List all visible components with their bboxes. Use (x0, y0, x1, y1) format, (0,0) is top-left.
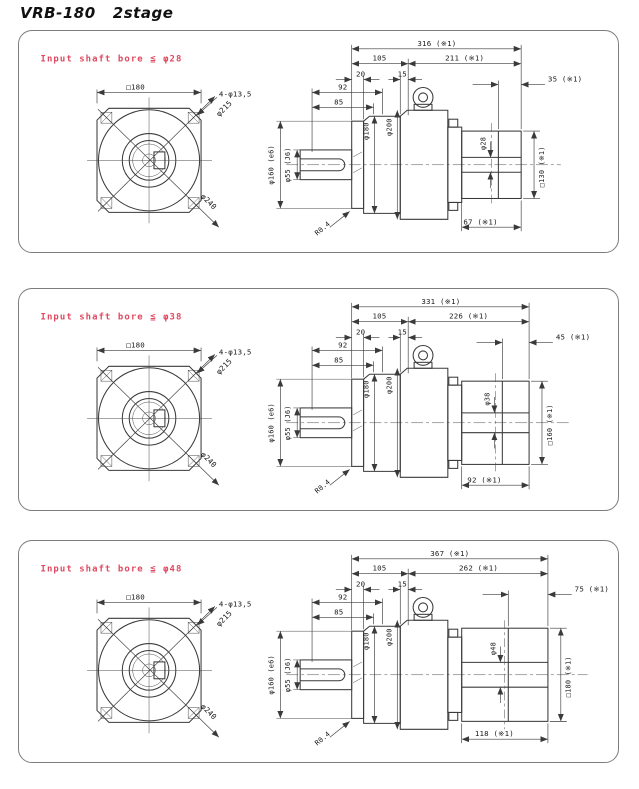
input-bore-note: Input shaft bore ≦ φ48 (41, 565, 183, 575)
dim-total-label: 367 (※1) (430, 549, 469, 558)
dim-20-label: 20 (356, 328, 365, 337)
front-bolt-circle-label: φ215 (214, 99, 234, 119)
body-dia-180-label: φ180 (363, 632, 371, 649)
dim-body-label: 211 (※1) (445, 54, 484, 63)
spigot-dia-label: φ160 (e6) (267, 403, 275, 442)
front-corner-circle-label: φ240 (199, 702, 219, 722)
front-corner-circle-label: φ240 (199, 192, 219, 212)
front-holes-label: 4-φ13,5 (219, 599, 252, 608)
block-rect (461, 627, 549, 722)
input-bore-slot (300, 668, 346, 682)
bore-dim-label: φ28 (479, 137, 487, 150)
spigot-dia-label: φ160 (e6) (267, 145, 275, 184)
front-view-drawing: □180 4-φ13,5 φ215 φ240 (87, 340, 252, 486)
fillet-radius-label: R0.4 (313, 478, 332, 495)
sq-label: □130 (※1) (538, 146, 546, 187)
dim-ext-label: 75 (※1) (575, 585, 609, 594)
body-dia-200-label: φ200 (385, 118, 393, 135)
panel-drawing: Input shaft bore ≦ φ38 (41, 297, 591, 495)
dim-85-label: 85 (334, 355, 343, 364)
body-dia-180-label: φ180 (363, 122, 371, 139)
dim-total-label: 331 (※1) (421, 297, 460, 306)
panel-drawing: Input shaft bore ≦ φ28 (41, 39, 583, 237)
front-holes-label: 4-φ13,5 (219, 89, 252, 98)
drawing-panel: Input shaft bore ≦ φ28 (18, 30, 619, 253)
bore-dim-label: φ38 (483, 392, 491, 405)
dim-85-label: 85 (334, 97, 343, 106)
dim-20-label: 20 (356, 580, 365, 589)
drawing-panel: Input shaft bore ≦ φ38 (18, 288, 619, 511)
front-bolt-circle-label: φ215 (214, 357, 234, 377)
dim-ext-label: 35 (※1) (548, 75, 582, 84)
dim-in-label: 105 (372, 54, 386, 63)
input-bore-note: Input shaft bore ≦ φ38 (41, 313, 183, 323)
side-view-drawing: 367 (※1) 105 262 (※1) 20 15 (267, 549, 609, 747)
fillet-radius-label: R0.4 (313, 220, 332, 237)
input-bore-note: Input shaft bore ≦ φ28 (41, 55, 183, 65)
dim-body-label: 226 (※1) (449, 312, 488, 321)
dim-in-label: 105 (372, 564, 386, 573)
front-holes-label: 4-φ13,5 (219, 347, 252, 356)
front-square-dim-label: □180 (126, 340, 145, 349)
dim-in-label: 105 (372, 312, 386, 321)
dim-15-label: 15 (398, 328, 407, 337)
dim-92-label: 92 (338, 340, 347, 349)
bot-dim-label: 67 (※1) (463, 217, 497, 226)
hub-bore-label: φ55 (J6) (284, 405, 292, 440)
body-dia-180-label: φ180 (363, 380, 371, 397)
eyebolt (412, 86, 434, 111)
page-title: VRB-180 2stage (20, 4, 174, 22)
bot-dim-label: 92 (※1) (467, 475, 501, 484)
bore-dim-label: φ48 (489, 642, 497, 655)
sq-label: □160 (※1) (546, 404, 554, 445)
front-square-dim-label: □180 (126, 592, 145, 601)
dim-body-label: 262 (※1) (459, 564, 498, 573)
dim-92-label: 92 (338, 82, 347, 91)
front-square-dim-label: □180 (126, 82, 145, 91)
spigot-dia-label: φ160 (e6) (267, 655, 275, 694)
eyebolt (412, 596, 434, 621)
input-bore-slot (300, 158, 346, 172)
side-view-drawing: 331 (※1) 105 226 (※1) 20 15 (267, 297, 590, 495)
panel-drawing: Input shaft bore ≦ φ48 (41, 549, 609, 747)
dim-92-label: 92 (338, 592, 347, 601)
dim-total-label: 316 (※1) (417, 39, 456, 48)
front-bolt-circle-label: φ215 (214, 609, 234, 629)
dim-85-label: 85 (334, 607, 343, 616)
fillet-radius-label: R0.4 (313, 730, 332, 747)
hub-bore-label: φ55 (J6) (284, 657, 292, 692)
front-view-drawing: □180 4-φ13,5 φ215 φ240 (87, 592, 252, 738)
dim-ext-label: 45 (※1) (556, 333, 590, 342)
hub-bore-label: φ55 (J6) (284, 147, 292, 182)
drawing-panel: Input shaft bore ≦ φ48 (18, 540, 619, 763)
front-corner-circle-label: φ240 (199, 450, 219, 470)
sq-label: □180 (※1) (565, 656, 573, 697)
front-view-drawing: □180 4-φ13,5 φ215 φ240 (87, 82, 252, 228)
input-bore-slot (300, 416, 346, 430)
dim-20-label: 20 (356, 70, 365, 79)
dim-15-label: 15 (398, 70, 407, 79)
eyebolt (412, 344, 434, 369)
body-dia-200-label: φ200 (385, 376, 393, 393)
bot-dim-label: 118 (※1) (475, 729, 514, 738)
side-view-drawing: 316 (※1) 105 211 (※1) 20 15 (267, 39, 582, 237)
dim-15-label: 15 (398, 580, 407, 589)
body-dia-200-label: φ200 (385, 628, 393, 645)
